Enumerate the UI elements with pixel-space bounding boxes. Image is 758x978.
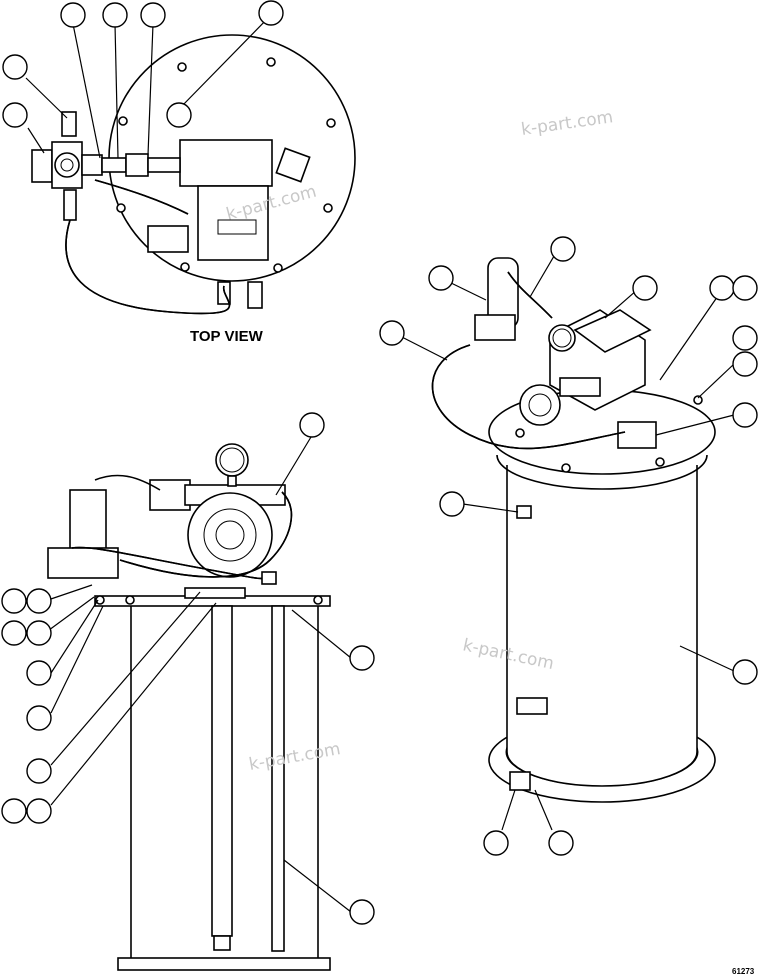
callout-bubble [1, 588, 27, 614]
callout-bubble [26, 758, 52, 784]
suction-tube [211, 605, 233, 937]
reservoir-base [117, 957, 331, 971]
callout-bubble [379, 320, 405, 346]
callout-bubble [548, 830, 574, 856]
callout-bubble [349, 899, 375, 925]
callout-bubble [732, 402, 758, 428]
iso-view-assembly [431, 257, 716, 803]
callout-bubble [26, 705, 52, 731]
callout-bubble [26, 660, 52, 686]
top-valve-block [179, 139, 273, 187]
callout-bubble [732, 659, 758, 685]
watermark: k-part.com [520, 107, 614, 140]
top-gauge [275, 147, 311, 183]
callout-bubble [732, 275, 758, 301]
callout-bubble [2, 102, 28, 128]
callout-bubble [1, 798, 27, 824]
top-view-label: TOP VIEW [190, 328, 264, 345]
plate-bolts [116, 57, 336, 273]
top-manifold [197, 185, 269, 261]
callout-bubble [60, 2, 86, 28]
callout-bubble [709, 275, 735, 301]
top-solenoid [147, 225, 189, 253]
callout-bubble [102, 2, 128, 28]
callout-bubble [1, 620, 27, 646]
callout-bubble [550, 236, 576, 262]
callout-bubble [483, 830, 509, 856]
callout-bubble [26, 798, 52, 824]
callout-bubble [732, 351, 758, 377]
callout-bubble [2, 54, 28, 80]
drawing-number: 61273 [732, 967, 755, 976]
tee-fitting [31, 149, 53, 183]
side-pump [187, 492, 273, 578]
side-solenoid [69, 489, 107, 551]
top-view-assembly [31, 34, 356, 315]
leader-lines [25, 14, 735, 913]
callout-bubble [26, 620, 52, 646]
callout-bubble [258, 0, 284, 26]
callout-bubble [439, 491, 465, 517]
callout-bubble [166, 102, 192, 128]
callout-bubble [349, 645, 375, 671]
side-view-assembly [47, 443, 331, 971]
callout-bubble [632, 275, 658, 301]
callout-bubble [428, 265, 454, 291]
callout-bubbles [1, 0, 758, 925]
iso-pump [519, 384, 561, 426]
iso-label-plate [516, 697, 548, 715]
callout-bubble [140, 2, 166, 28]
side-pressure-gauge [215, 443, 249, 477]
callout-bubble [26, 588, 52, 614]
watermark: k-part.com [247, 739, 342, 775]
callout-bubble [299, 412, 325, 438]
return-tube [271, 605, 285, 952]
callout-bubble [732, 325, 758, 351]
